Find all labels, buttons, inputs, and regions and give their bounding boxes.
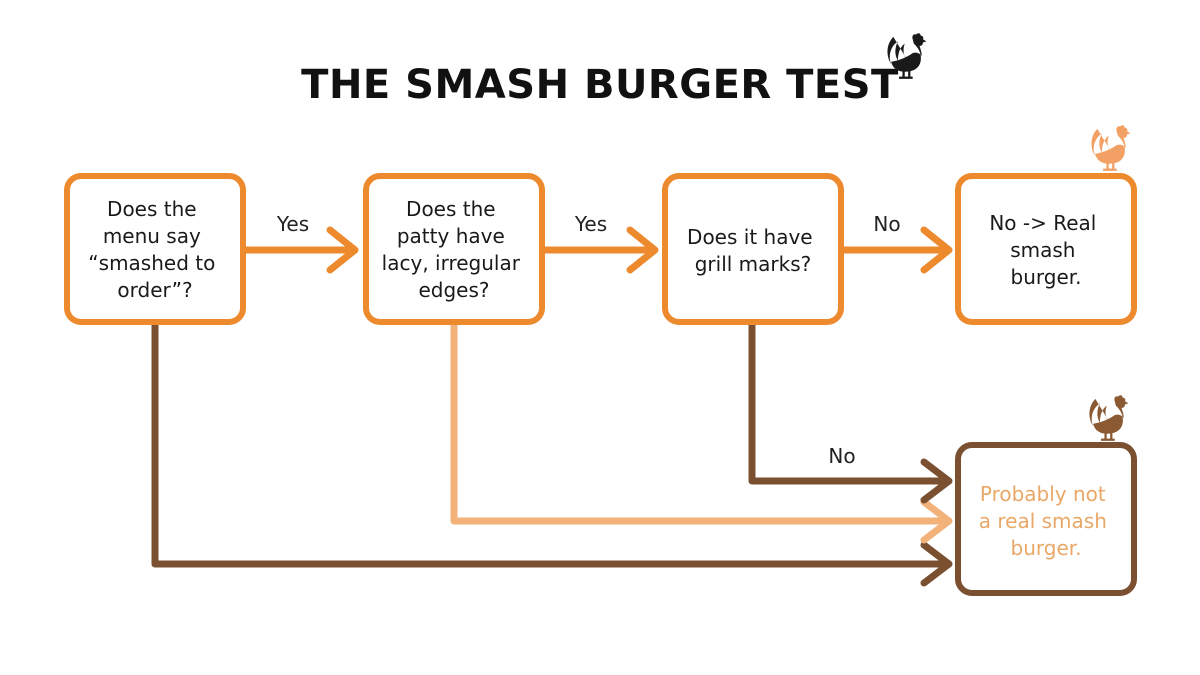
node-q1-line-1: Does the — [107, 197, 197, 221]
edge-q3-not — [748, 320, 953, 504]
page-title: THE SMASH BURGER TEST — [301, 62, 899, 108]
node-q2-line-2: patty have — [397, 224, 505, 248]
rooster-icon — [1089, 395, 1129, 441]
edge-q1-q2 — [240, 226, 359, 274]
edge-label-no-1: No — [873, 212, 900, 236]
node-q3-text: Does it have grill marks? — [687, 225, 819, 276]
node-result-real-text: No -> Real smash burger. — [989, 211, 1102, 289]
node-q1-line-3: “smashed to — [88, 251, 215, 275]
node-result-real-line-1: No -> Real — [989, 211, 1096, 235]
node-result-real-line-2: smash — [1010, 238, 1075, 262]
edge-label-no-2: No — [828, 444, 855, 468]
node-result-real-line-3: burger. — [1011, 265, 1082, 289]
node-box-q1 — [64, 173, 246, 325]
edge-q2-q3 — [540, 226, 659, 274]
node-q1-line-4: order”? — [117, 278, 192, 302]
node-result-not-text: Probably not a real smash burger. — [979, 482, 1113, 560]
node-q3-line-2: grill marks? — [695, 252, 812, 276]
node-q2-line-1: Does the — [406, 197, 496, 221]
node-result-not-line-2: a real smash — [979, 509, 1107, 533]
edge-q2-not — [450, 320, 953, 544]
node-q1-line-2: menu say — [103, 224, 201, 248]
node-result-not-line-1: Probably not — [980, 482, 1106, 506]
rooster-icon — [1091, 125, 1131, 171]
node-q3-line-1: Does it have — [687, 225, 813, 249]
node-q2-line-3: lacy, irregular — [382, 251, 521, 275]
rooster-icon — [887, 33, 927, 79]
node-box-result-real — [955, 173, 1137, 325]
node-result-not-line-3: burger. — [1011, 536, 1082, 560]
node-q2-line-4: edges? — [418, 278, 489, 302]
node-box-q3 — [662, 173, 844, 325]
node-box-q2 — [363, 173, 545, 325]
node-box-result-not — [955, 442, 1137, 596]
edge-q1-not — [151, 320, 953, 587]
edge-q3-real — [838, 226, 953, 274]
node-q2-text: Does the patty have lacy, irregular edge… — [382, 197, 527, 302]
edge-label-yes-1: Yes — [276, 212, 309, 236]
edge-label-yes-2: Yes — [574, 212, 607, 236]
node-q1-text: Does the menu say “smashed to order”? — [88, 197, 221, 302]
